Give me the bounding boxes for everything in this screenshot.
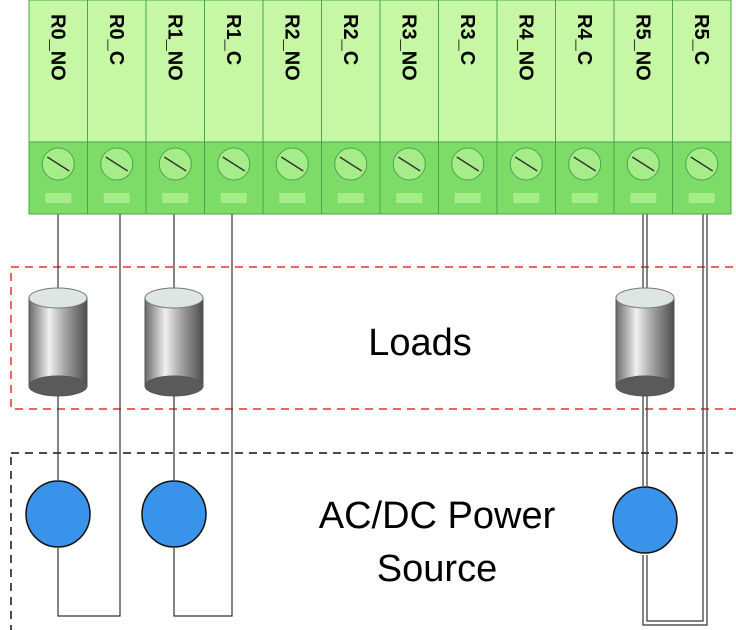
terminal-tab bbox=[220, 193, 247, 203]
terminal-tab bbox=[279, 193, 306, 203]
wire-r5-loop-b bbox=[646, 214, 704, 622]
terminal-label-area bbox=[496, 0, 556, 143]
terminal-r4-c: R4_C bbox=[555, 0, 615, 215]
power-source-r0 bbox=[25, 480, 91, 548]
terminal-label-area bbox=[379, 0, 439, 143]
screw-slot bbox=[397, 156, 421, 172]
terminal-tab bbox=[103, 193, 130, 203]
screw-slot bbox=[573, 156, 597, 172]
terminal-label-area bbox=[672, 0, 732, 143]
terminal-r0-c: R0_C bbox=[87, 0, 147, 215]
screw-slot bbox=[163, 156, 187, 172]
loads-group-box bbox=[10, 266, 736, 410]
terminal-label: R2_NO bbox=[280, 14, 302, 81]
screw-slot bbox=[46, 156, 70, 172]
terminal-tab bbox=[454, 193, 481, 203]
terminal-tab bbox=[630, 193, 657, 203]
wire-r1-loop bbox=[173, 214, 233, 617]
power-source-label-line1: AC/DC Power bbox=[319, 495, 556, 537]
load-r0 bbox=[28, 287, 88, 397]
terminal-r4-no: R4_NO bbox=[496, 0, 556, 215]
terminal-label: R1_NO bbox=[163, 14, 185, 81]
power-source-r5 bbox=[612, 486, 678, 554]
screw-slot bbox=[339, 156, 363, 172]
terminal-tab bbox=[396, 193, 423, 203]
terminal-r2-c: R2_C bbox=[321, 0, 381, 215]
terminal-label-area bbox=[321, 0, 381, 143]
power-source-r1 bbox=[141, 480, 207, 548]
terminal-r0-no: R0_NO bbox=[28, 0, 88, 215]
screw-slot bbox=[105, 156, 129, 172]
terminal-r1-no: R1_NO bbox=[145, 0, 205, 215]
terminal-r5-c: R5_C bbox=[672, 0, 732, 215]
terminal-label: R3_C bbox=[456, 14, 478, 65]
terminal-r3-no: R3_NO bbox=[379, 0, 439, 215]
terminal-label-area bbox=[262, 0, 322, 143]
wire-r0-loop bbox=[57, 214, 121, 617]
screw-slot bbox=[280, 156, 304, 172]
screw-slot bbox=[514, 156, 538, 172]
terminal-tab bbox=[45, 193, 72, 203]
terminal-label: R3_NO bbox=[397, 14, 419, 81]
terminal-label: R4_NO bbox=[514, 14, 536, 81]
screw-slot bbox=[690, 156, 714, 172]
terminal-tab bbox=[337, 193, 364, 203]
power-source-group-box bbox=[10, 452, 736, 630]
terminal-label: R1_C bbox=[222, 14, 244, 65]
wire-r5-loop bbox=[642, 214, 708, 626]
terminal-label-area bbox=[28, 0, 88, 143]
terminal-label-area bbox=[204, 0, 264, 143]
terminal-tab bbox=[688, 193, 715, 203]
load-r5 bbox=[615, 287, 675, 397]
load-r1 bbox=[144, 287, 204, 397]
terminal-r2-no: R2_NO bbox=[262, 0, 322, 215]
terminal-r3-c: R3_C bbox=[438, 0, 498, 215]
terminal-tab bbox=[513, 193, 540, 203]
terminal-label: R2_C bbox=[339, 14, 361, 65]
wires bbox=[57, 214, 708, 626]
loads-label: Loads bbox=[368, 322, 472, 364]
terminal-tab bbox=[571, 193, 598, 203]
screw-slot bbox=[631, 156, 655, 172]
terminal-tab bbox=[162, 193, 189, 203]
terminal-block: R0_NO R0_C R1_NO R1_C R2_NO R2_C R3_NO R3_C R4_N… bbox=[28, 0, 732, 215]
terminal-label: R5_NO bbox=[631, 14, 653, 81]
terminal-label: R4_C bbox=[573, 14, 595, 65]
terminal-label: R5_C bbox=[690, 14, 712, 65]
terminal-r1-c: R1_C bbox=[204, 0, 264, 215]
power-source-label-line2: Source bbox=[377, 548, 497, 590]
terminal-label: R0_NO bbox=[46, 14, 68, 81]
terminal-label-area bbox=[87, 0, 147, 143]
terminal-r5-no: R5_NO bbox=[613, 0, 673, 215]
screw-slot bbox=[222, 156, 246, 172]
terminal-label: R0_C bbox=[105, 14, 127, 65]
terminal-label-area bbox=[555, 0, 615, 143]
screw-slot bbox=[456, 156, 480, 172]
terminal-label-area bbox=[145, 0, 205, 143]
